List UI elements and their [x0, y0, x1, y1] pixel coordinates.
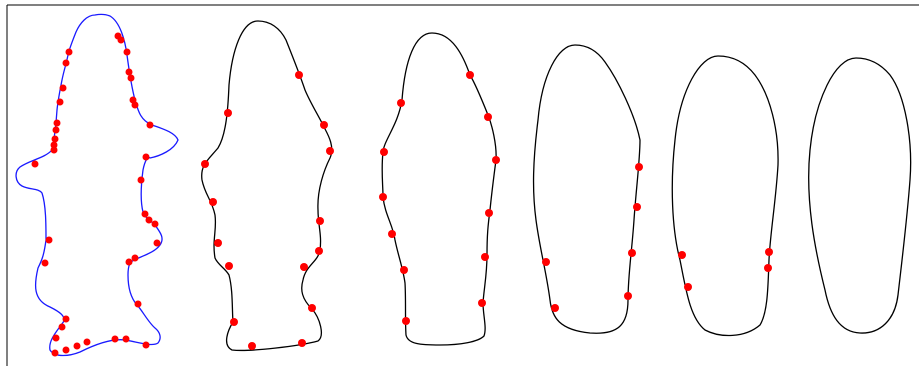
- marker: [65, 48, 73, 56]
- stage-2-contour: [201, 20, 333, 352]
- marker: [53, 119, 61, 127]
- marker: [45, 236, 53, 244]
- marker: [151, 220, 159, 228]
- marker: [209, 198, 217, 206]
- marker: [400, 266, 408, 274]
- marker: [765, 248, 773, 256]
- marker: [127, 74, 135, 82]
- marker: [298, 339, 306, 347]
- stage-4-markers: [542, 163, 643, 312]
- marker: [58, 323, 66, 331]
- marker: [214, 239, 222, 247]
- marker: [478, 299, 486, 307]
- marker: [308, 304, 316, 312]
- marker: [380, 148, 388, 156]
- marker: [52, 334, 60, 342]
- marker: [248, 342, 256, 350]
- marker: [83, 338, 91, 346]
- stage-1-group: [15, 13, 179, 357]
- marker: [224, 109, 232, 117]
- marker: [485, 209, 493, 217]
- stage-3-contour: [381, 32, 497, 346]
- marker: [122, 335, 130, 343]
- marker: [145, 216, 153, 224]
- marker: [51, 135, 59, 143]
- marker: [492, 156, 500, 164]
- marker: [628, 249, 636, 257]
- marker: [295, 71, 303, 79]
- stage-5-group: [671, 55, 779, 337]
- marker: [142, 341, 150, 349]
- stage-4-group: [532, 44, 643, 334]
- marker: [134, 300, 142, 308]
- marker: [397, 99, 405, 107]
- marker: [31, 160, 39, 168]
- marker: [316, 217, 324, 225]
- marker: [142, 153, 150, 161]
- marker: [225, 262, 233, 270]
- marker: [320, 121, 328, 129]
- marker: [111, 335, 119, 343]
- marker: [52, 126, 60, 134]
- marker: [125, 68, 133, 76]
- stage-6-contour: [808, 57, 912, 334]
- marker: [41, 259, 49, 267]
- marker: [635, 163, 643, 171]
- marker: [62, 315, 70, 323]
- marker: [542, 258, 550, 266]
- marker: [379, 193, 387, 201]
- marker: [146, 121, 154, 129]
- stage-5-markers: [678, 248, 773, 291]
- stage-2-group: [201, 20, 334, 352]
- stage-6-group: [808, 57, 912, 334]
- stage-3-markers: [379, 71, 500, 325]
- stage-5-contour: [671, 55, 779, 337]
- marker: [137, 176, 145, 184]
- marker: [764, 264, 772, 272]
- marker: [73, 342, 81, 350]
- marker: [153, 239, 161, 247]
- marker: [123, 48, 131, 56]
- marker: [125, 258, 133, 266]
- stage-1-markers: [31, 32, 161, 357]
- marker: [50, 141, 58, 149]
- marker: [62, 59, 70, 67]
- stage-3-group: [379, 32, 500, 346]
- marker: [51, 349, 59, 357]
- stage-4-contour: [532, 44, 641, 334]
- marker: [624, 292, 632, 300]
- marker: [141, 210, 149, 218]
- marker: [678, 251, 686, 259]
- marker: [466, 71, 474, 79]
- stage-1-contour: [15, 13, 179, 357]
- marker: [484, 113, 492, 121]
- marker: [315, 247, 323, 255]
- marker: [230, 318, 238, 326]
- marker: [300, 263, 308, 271]
- stage-2-markers: [201, 71, 334, 350]
- marker: [131, 254, 139, 262]
- marker: [326, 147, 334, 155]
- marker: [59, 84, 67, 92]
- marker: [388, 230, 396, 238]
- marker: [684, 283, 692, 291]
- marker: [56, 98, 64, 106]
- marker: [62, 346, 70, 354]
- marker: [201, 160, 209, 168]
- marker: [633, 203, 641, 211]
- marker: [402, 317, 410, 325]
- marker: [50, 146, 58, 154]
- marker: [481, 253, 489, 261]
- marker: [129, 96, 137, 104]
- marker: [114, 32, 122, 40]
- marker: [551, 304, 559, 312]
